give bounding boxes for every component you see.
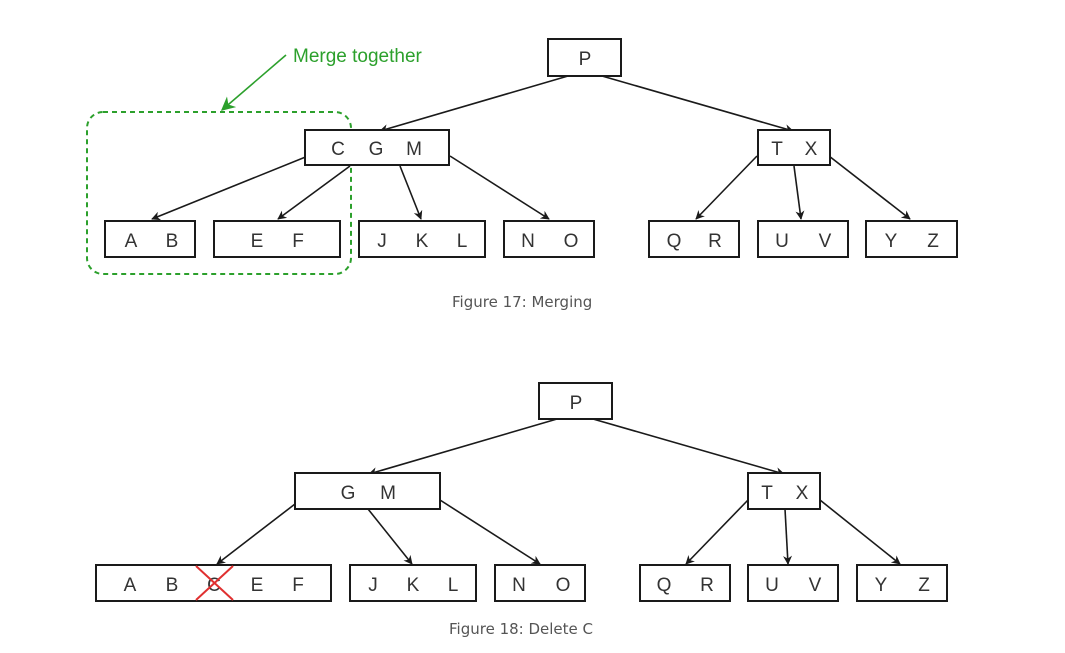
leaf-yz: Y Z bbox=[856, 564, 948, 602]
key: F bbox=[292, 231, 304, 252]
key: G bbox=[341, 483, 356, 504]
key: B bbox=[166, 231, 179, 252]
key: M bbox=[406, 139, 422, 160]
node-cgm: C G M bbox=[304, 129, 450, 166]
leaf-yz: Y Z bbox=[865, 220, 958, 258]
key: E bbox=[251, 575, 264, 596]
key: P bbox=[570, 393, 583, 414]
edge-left-ef bbox=[277, 165, 351, 220]
key: M bbox=[380, 483, 396, 504]
edge-right-uv bbox=[793, 165, 805, 220]
leaf-jkl: J K L bbox=[358, 220, 486, 258]
edge-right-qr bbox=[695, 155, 758, 220]
node-tx: T X bbox=[747, 472, 821, 510]
node-root-p: P bbox=[538, 382, 613, 420]
edge-left-abcef bbox=[216, 503, 296, 565]
leaf-no: N O bbox=[494, 564, 586, 602]
leaf-abcef-merged: A B C E F bbox=[95, 564, 332, 602]
edge-left-no bbox=[439, 499, 541, 565]
edge-right-uv bbox=[783, 508, 793, 565]
key: J bbox=[377, 231, 387, 252]
edge-right-yz bbox=[828, 155, 911, 220]
key: K bbox=[416, 231, 429, 252]
key: R bbox=[700, 575, 714, 596]
edge-root-right bbox=[592, 418, 785, 477]
key: C bbox=[331, 139, 345, 160]
leaf-ef: E F bbox=[213, 220, 341, 258]
key: Y bbox=[885, 231, 898, 252]
key: A bbox=[125, 231, 138, 252]
key: L bbox=[457, 231, 468, 252]
edge-root-right bbox=[601, 75, 794, 134]
key: Z bbox=[918, 575, 930, 596]
figure-18-caption: Figure 18: Delete C bbox=[449, 620, 594, 638]
edge-root-left bbox=[379, 75, 569, 134]
leaf-uv: U V bbox=[757, 220, 849, 258]
figure-18-delete-c: P G M T X A B C E F J bbox=[95, 382, 948, 602]
figure-17-merging: Merge together P C G M T X bbox=[86, 38, 958, 275]
key: T bbox=[771, 139, 783, 160]
leaf-no: N O bbox=[503, 220, 595, 258]
key: G bbox=[369, 139, 384, 160]
key: V bbox=[819, 231, 832, 252]
edge-left-no bbox=[449, 155, 550, 220]
key: U bbox=[765, 575, 779, 596]
key: O bbox=[564, 231, 579, 252]
key: X bbox=[805, 139, 818, 160]
key: Y bbox=[875, 575, 888, 596]
node-tx: T X bbox=[757, 129, 831, 166]
key: K bbox=[407, 575, 420, 596]
merge-highlight-box bbox=[86, 111, 352, 275]
key: Q bbox=[657, 575, 672, 596]
key: X bbox=[796, 483, 809, 504]
key: A bbox=[124, 575, 137, 596]
node-gm: G M bbox=[294, 472, 441, 510]
key: T bbox=[761, 483, 773, 504]
figure-17-caption: Figure 17: Merging bbox=[452, 293, 593, 311]
key: N bbox=[512, 575, 526, 596]
key: Z bbox=[927, 231, 939, 252]
key: F bbox=[292, 575, 304, 596]
leaf-qr: Q R bbox=[639, 564, 731, 602]
edge-left-jkl bbox=[399, 165, 423, 220]
key: B bbox=[166, 575, 179, 596]
key: L bbox=[448, 575, 459, 596]
merge-annotation-arrow bbox=[220, 54, 287, 111]
key: J bbox=[368, 575, 378, 596]
merge-annotation-label: Merge together bbox=[293, 46, 423, 67]
key: U bbox=[775, 231, 789, 252]
key: Q bbox=[667, 231, 682, 252]
leaf-qr: Q R bbox=[648, 220, 740, 258]
edge-root-left bbox=[368, 418, 558, 477]
key: R bbox=[708, 231, 722, 252]
key: P bbox=[579, 49, 592, 70]
leaf-jkl: J K L bbox=[349, 564, 477, 602]
key: N bbox=[521, 231, 535, 252]
node-root-p: P bbox=[547, 38, 622, 77]
edge-right-qr bbox=[685, 499, 749, 565]
key: V bbox=[809, 575, 822, 596]
edge-right-yz bbox=[819, 499, 901, 565]
key: O bbox=[556, 575, 571, 596]
edge-left-ab bbox=[151, 155, 309, 221]
leaf-ab: A B bbox=[104, 220, 196, 258]
delete-cross-mark bbox=[195, 565, 234, 601]
edge-left-jkl bbox=[367, 508, 413, 565]
leaf-uv: U V bbox=[747, 564, 839, 602]
key: E bbox=[251, 231, 264, 252]
